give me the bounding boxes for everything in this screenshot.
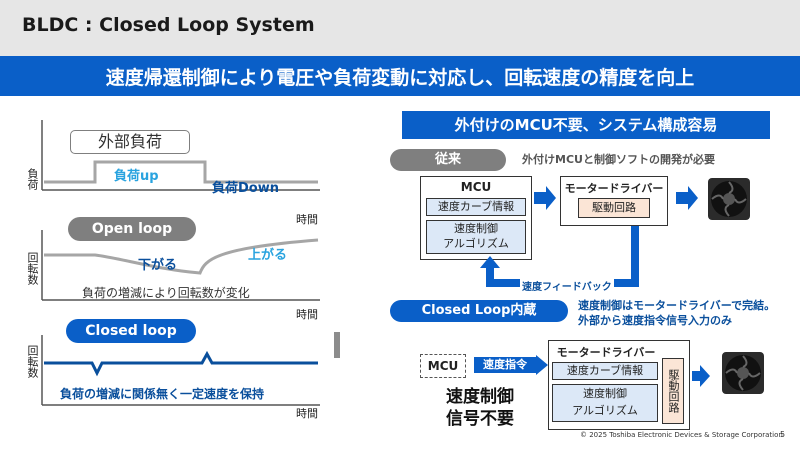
mcu-to-driver-arrow [534,186,556,210]
conventional-note: 外付けMCUと制御ソフトの開発が必要 [522,153,715,166]
copyright: © 2025 Toshiba Electronic Devices & Stor… [580,431,783,439]
fan-motor-icon [708,178,750,220]
closed-note-line1: 速度制御はモータードライバーで完結。 [578,299,776,312]
driver-to-motor-arrow [676,186,698,210]
conventional-mcu-title: MCU [460,180,492,194]
open-loop-header: Open loop [68,217,196,241]
fan-motor-icon-2 [722,352,764,394]
conventional-algorithm-line1: 速度制御 [454,222,498,235]
page-number: 5 [780,430,786,439]
left-graphs [41,120,340,406]
closed-loop-curve [44,350,318,377]
feedback-arrowhead [480,256,500,268]
open-down-label: 下がる [138,258,178,273]
conventional-speed-curve: 速度カーブ情報 [426,198,526,216]
closed-x-label: 時間 [296,407,318,420]
closed-algorithm-line1: 速度制御 [583,387,627,400]
load-header: 外部負荷 [70,130,190,154]
speed-command: 速度指令 [474,357,536,373]
open-x-label: 時間 [296,308,318,321]
load-x-label: 時間 [296,213,318,226]
conventional-drive-circuit: 駆動回路 [578,198,650,218]
load-curve [44,160,318,184]
right-header: 外付けのMCU不要、システム構成容易 [402,111,770,139]
slide-title: BLDC : Closed Loop System [22,14,315,36]
closed-y-label: 回転数 [26,345,39,378]
closed-speed-curve: 速度カーブ情報 [552,362,658,380]
conventional-algorithm: 速度制御 アルゴリズム [426,220,526,254]
closed-driver-title: モータードライバー [556,346,656,359]
title-bar [0,0,800,56]
banner [0,56,800,96]
no-speed-signal: 速度制御 信号不要 [446,386,514,430]
closed-note-line2: 外部から速度指令信号入力のみ [578,314,732,327]
closed-algorithm-line2: アルゴリズム [572,404,638,417]
closed-drive-circuit: 駆動回路 [662,358,684,424]
command-arrowhead [536,355,548,375]
open-loop-curve [44,238,319,275]
conventional-driver-title: モータードライバー [564,182,664,195]
banner-text: 速度帰還制御により電圧や負荷変動に対応し、回転速度の精度を向上 [105,67,695,89]
closed-mcu-box: MCU [420,354,466,378]
load-y-label: 負荷 [26,168,39,190]
feedback-path [486,226,639,287]
open-caption: 負荷の増減により回転数が変化 [82,286,250,300]
closed-loop-header: Closed loop [66,319,196,343]
closed-tag: Closed Loop内蔵 [390,300,568,322]
closed-caption: 負荷の増減に関係無く一定速度を保持 [60,387,265,401]
load-down-label: 負荷Down [212,181,279,196]
no-speed-signal-line2: 信号不要 [446,409,514,429]
load-up-label: 負荷up [114,169,159,184]
open-up-label: 上がる [248,248,288,263]
transition-arrow [334,332,340,358]
closed-driver-to-motor-arrow [692,365,710,387]
closed-note: 速度制御はモータードライバーで完結。 外部から速度指令信号入力のみ [578,298,775,328]
no-speed-signal-line1: 速度制御 [446,387,514,407]
feedback-label: 速度フィードバック [520,278,614,293]
conventional-algorithm-line2: アルゴリズム [443,237,509,250]
open-y-label: 回転数 [26,252,39,285]
conventional-tag: 従来 [390,149,506,171]
closed-algorithm: 速度制御 アルゴリズム [552,384,658,422]
